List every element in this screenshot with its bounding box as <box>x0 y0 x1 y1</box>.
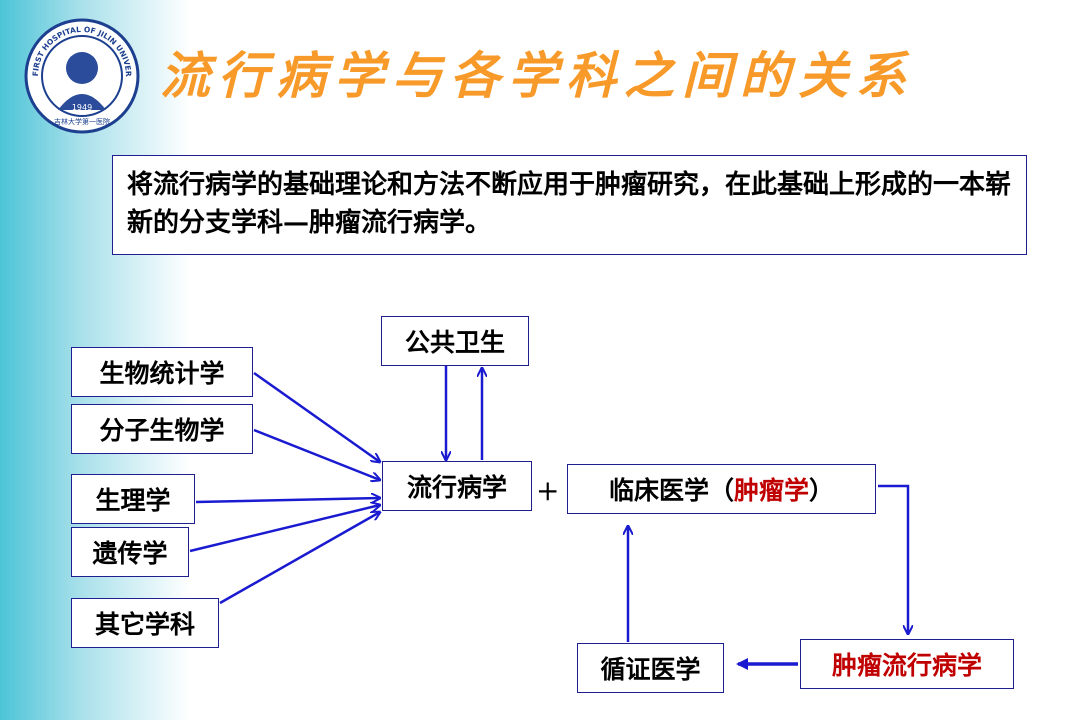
box-epidemiology: 流行病学 <box>382 461 532 511</box>
box-molecular-biology: 分子生物学 <box>71 404 253 454</box>
box-clinical-medicine: 临床医学（肿瘤学） <box>567 464 876 514</box>
arrow-genetics-to-epi <box>189 505 380 553</box>
arrow-physiology-to-epi <box>195 498 380 504</box>
arrow-molecular-to-epi <box>253 428 380 480</box>
box-tumor-epidemiology: 肿瘤流行病学 <box>800 639 1014 689</box>
intro-textbox: 将流行病学的基础理论和方法不断应用于肿瘤研究，在此基础上形成的一本崭新的分支学科… <box>112 155 1027 255</box>
logo-year: 1949 <box>72 103 92 112</box>
box-evidence-based-medicine: 循证医学 <box>577 643 724 693</box>
hospital-logo: THE FIRST HOSPITAL OF JILIN UNIVERSITY 1… <box>24 18 140 134</box>
box-physiology: 生理学 <box>71 474 195 524</box>
box-other-disciplines: 其它学科 <box>71 598 219 648</box>
clinical-oncology: 肿瘤学 <box>733 476 809 505</box>
logo-bottom-text: 吉林大学第一医院 <box>54 117 110 126</box>
page-title: 流行病学与各学科之间的关系 <box>160 47 914 105</box>
arrow-biostatistics-to-epi <box>253 371 380 462</box>
box-public-health: 公共卫生 <box>381 316 529 366</box>
box-biostatistics: 生物统计学 <box>71 347 253 397</box>
plus-sign: + <box>536 474 560 507</box>
box-genetics: 遗传学 <box>71 527 189 577</box>
arrow-other-to-epi <box>219 512 380 605</box>
clinical-suffix: ） <box>809 476 835 505</box>
clinical-prefix: 临床医学（ <box>608 476 734 505</box>
arrow-clinical-to-tumor-epi <box>878 484 908 634</box>
